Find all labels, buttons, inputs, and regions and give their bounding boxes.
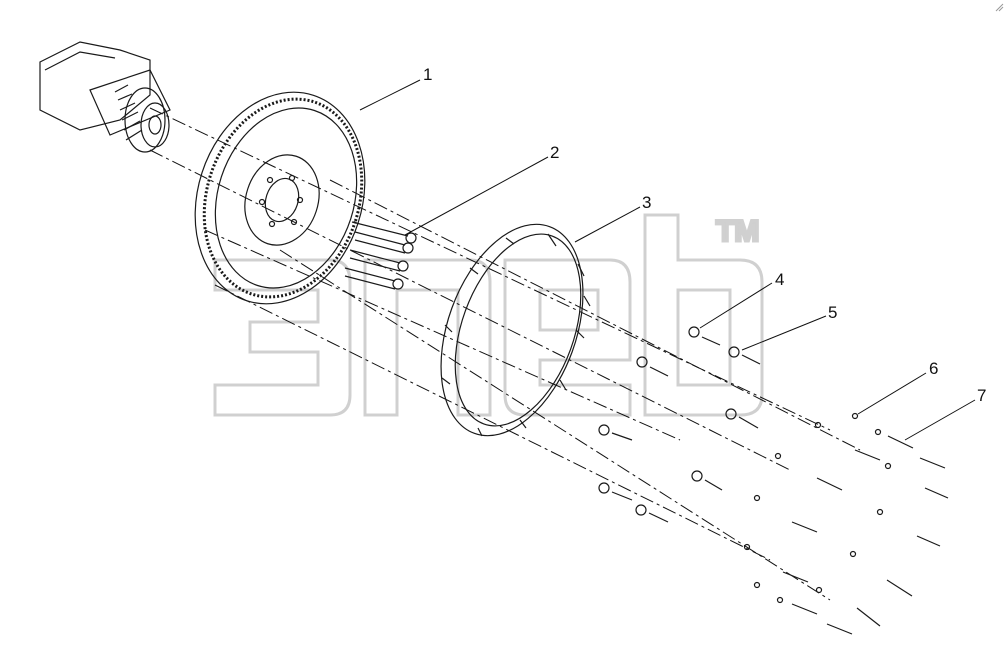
watermark-trademark: TM bbox=[716, 215, 759, 248]
flywheel-bolts bbox=[344, 221, 417, 290]
callout-2: 2 bbox=[550, 143, 559, 162]
callout-6: 6 bbox=[929, 359, 938, 378]
fastener-set bbox=[598, 326, 949, 635]
resize-grip-icon[interactable] bbox=[994, 2, 1004, 12]
callout-labels: 1 2 3 4 5 6 7 bbox=[423, 65, 986, 405]
clutch-ring bbox=[440, 223, 591, 437]
watermark-logo: TM bbox=[213, 213, 764, 417]
callout-5: 5 bbox=[828, 303, 837, 322]
assembly-axes bbox=[149, 107, 861, 601]
callout-4: 4 bbox=[775, 270, 784, 289]
flywheel bbox=[194, 91, 366, 305]
callout-3: 3 bbox=[642, 193, 651, 212]
crankshaft bbox=[39, 41, 171, 153]
callout-leaders bbox=[359, 79, 976, 441]
callout-7: 7 bbox=[977, 386, 986, 405]
callout-1: 1 bbox=[423, 65, 432, 84]
